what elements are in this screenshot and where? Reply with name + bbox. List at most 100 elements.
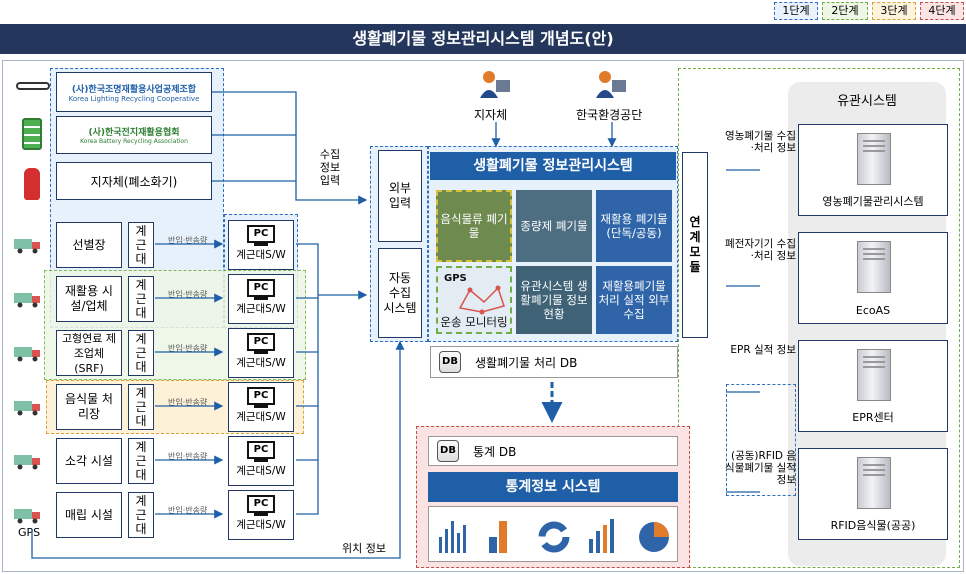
server-rfid: RFID음식물(공공) [798,448,948,540]
db-icon: DB [437,440,459,462]
scale-4: 계근대 [128,384,154,430]
related-label-3: EPR 실적 정보 [730,344,796,356]
processing-db-label: 생활폐기물 처리 DB [475,355,578,370]
pc-label: 계근대S/W [236,249,286,261]
tile-food-waste: 음식물류 폐기물 [436,190,512,262]
pc-4: PC 계근대S/W [228,382,294,432]
diagram-frame [2,60,964,572]
truck-icon [14,455,40,470]
org-battery-name: (사)한국전지재활용협회 [88,128,180,138]
gps-badge: GPS [444,273,467,284]
collect-label: 수집 정보 입력 [319,148,341,187]
org-battery: (사)한국전지재활용협회 Korea Battery Recycling Ass… [56,116,212,154]
pc-screen: PC [247,279,275,297]
scale-2: 계근대 [128,276,154,322]
server-name: RFID음식물(공공) [830,519,916,532]
pc-screen: PC [247,495,275,513]
legend-stage-4: 4단계 [920,2,964,20]
pc-label: 계근대S/W [236,465,286,477]
org-battery-sub: Korea Battery Recycling Association [80,138,188,145]
related-label-2: 폐전자기기 수집·처리 정보 [725,238,796,262]
pc-6: PC 계근대S/W [228,490,294,540]
server-name: 영농폐기물관리시스템 [822,195,924,208]
actor-keco: 한국환경공단 [576,108,643,122]
pc-label: 계근대S/W [236,411,286,423]
server-ecoas: EcoAS [798,232,948,324]
truck-icon [14,347,40,362]
person-icon [596,71,626,98]
tile-recycling-waste: 재활용 폐기물 (단독/공동) [596,190,672,262]
server-name: EPR센터 [852,411,894,424]
server-agri: 영농폐기물관리시스템 [798,124,948,216]
flow-label-1: 반입·반송량 [168,236,208,245]
gps-label: GPS [18,526,41,539]
legend-stage-2: 2단계 [822,2,868,20]
scale-5: 계근대 [128,438,154,484]
external-input: 외부 입력 [378,150,422,242]
facility-recycling: 재활용 시설/업체 [56,276,122,322]
pc-screen: PC [247,225,275,243]
stage-2-epr-region [726,384,796,496]
server-icon [857,457,891,509]
pc-5: PC 계근대S/W [228,436,294,486]
scale-1: 계근대 [128,222,154,268]
server-icon [857,349,891,401]
facility-sorting: 선별장 [56,222,122,268]
server-icon [857,241,891,293]
related-title: 유관시스템 [837,94,897,109]
truck-icon [14,401,40,416]
facility-food: 음식물 처리장 [56,384,122,430]
flow-label-6: 반입·반송량 [168,506,208,515]
legend-stage-3: 3단계 [872,2,916,20]
location-label: 위치 정보 [342,542,386,555]
db-icon: DB [439,351,461,373]
flow-label-2: 반입·반송량 [168,290,208,299]
tile-transport-monitoring: GPS 운송 모니터링 [436,266,512,334]
stats-system-title: 통계정보 시스템 [428,472,678,502]
facility-incineration: 소각 시설 [56,438,122,484]
chart-icons [439,519,669,553]
pc-label: 계근대S/W [236,303,286,315]
stats-db: DB 통계 DB [428,436,678,466]
truck-icon [14,509,40,524]
legend-stage-1: 1단계 [774,2,818,20]
processing-db: DB 생활폐기물 처리 DB [430,346,678,378]
tile-transport-label: 운송 모니터링 [440,315,508,329]
truck-icon [14,293,40,308]
related-label-4: (공동)RFID 음식물폐기물 실적 정보 [725,450,796,486]
stage-2-region-related [678,68,960,568]
auto-collect-system: 자동 수집 시스템 [378,248,422,338]
org-lighting: (사)한국조명재활용사업공제조합 Korea Lighting Recyclin… [56,72,212,112]
server-icon [857,133,891,185]
org-lighting-sub: Korea Lighting Recycling Cooperative [68,94,200,103]
org-lighting-name: (사)한국조명재활용사업공제조합 [71,84,197,95]
stats-db-label: 통계 DB [473,444,517,459]
server-name: EcoAS [855,304,891,317]
tile-related-status: 유관시스템 생활폐기물 정보 현황 [516,266,592,334]
main-system-title: 생활폐기물 정보관리시스템 [430,152,676,180]
flow-label-5: 반입·반송량 [168,452,208,461]
stats-charts [428,506,678,562]
flow-label-3: 반입·반송량 [168,344,208,353]
pc-label: 계근대S/W [236,357,286,369]
server-epr: EPR센터 [798,340,948,432]
pc-screen: PC [247,441,275,459]
link-module: 연계모듈 [682,152,708,338]
fire-extinguisher-icon [24,168,40,200]
pc-screen: PC [247,387,275,405]
map-route-icon [458,285,505,315]
pc-2: PC 계근대S/W [228,274,294,324]
org-municipal: 지자체(폐소화기) [56,162,212,200]
related-label-1: 영농폐기물 수집·처리 정보 [725,130,796,154]
truck-icon [14,239,40,254]
scale-6: 계근대 [128,492,154,538]
pc-label: 계근대S/W [236,519,286,531]
pc-1: PC 계근대S/W [228,220,294,270]
battery-icon [22,118,42,150]
flow-label-4: 반입·반송량 [168,398,208,407]
facility-landfill: 매립 시설 [56,492,122,538]
tile-recycling-external: 재활용폐기물 처리 실적 외부 수집 [596,266,672,334]
actor-municipal: 지자체 [474,108,508,122]
